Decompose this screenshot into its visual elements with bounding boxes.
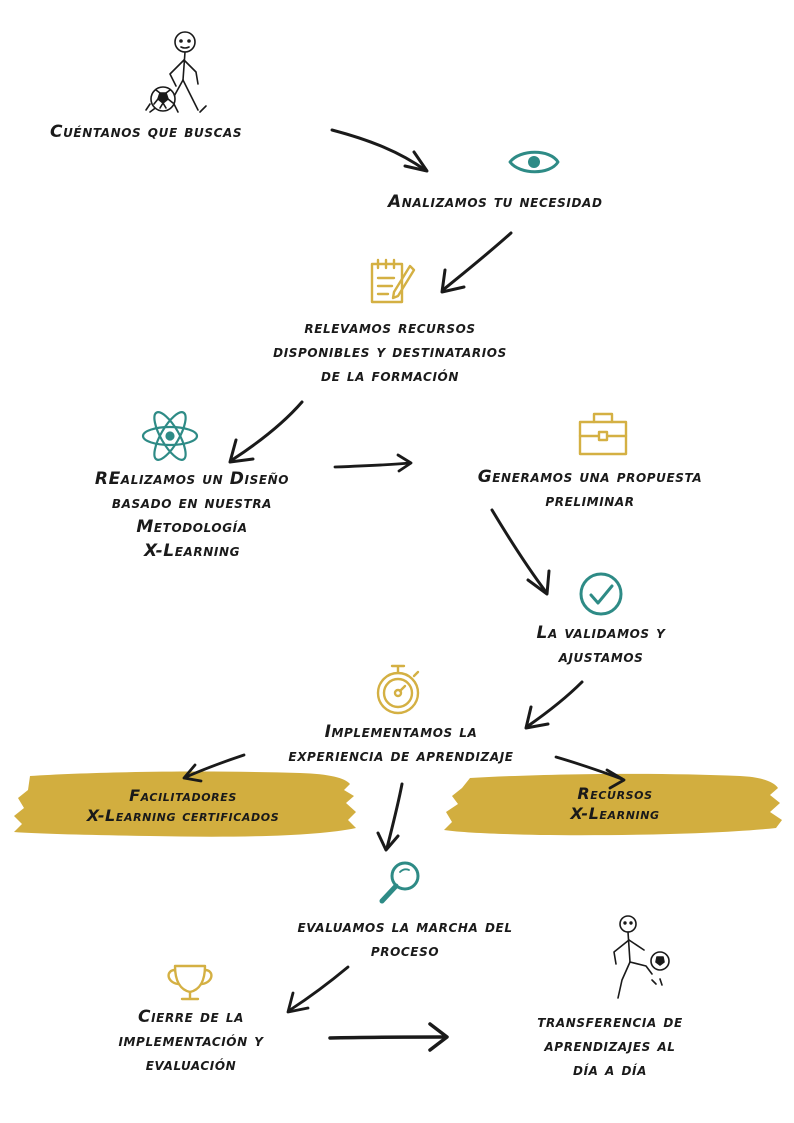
step-evaluamos: evaluamos la marcha del proceso: [240, 915, 570, 963]
step-transferencia-line-1: transferencia de: [537, 1012, 683, 1032]
briefcase-icon: [578, 412, 628, 456]
arrow-implementamos-to-recursos: [554, 755, 626, 790]
trophy-icon: [167, 964, 213, 1001]
step-disenamos: REalizamos un Diseño basado en nuestra M…: [52, 467, 332, 563]
step-disenamos-line-4: X-Learning: [143, 541, 241, 561]
arrow-evaluamos-to-cierre: [286, 965, 350, 1014]
step-implementamos-line-1: Implementamos la: [324, 722, 478, 742]
atom-icon: [141, 411, 199, 461]
step-cuentanos-line: Cuéntanos que buscas: [50, 122, 243, 142]
arrow-cuentanos-to-analizamos: [330, 128, 429, 173]
facilitadores-line-1: Facilitadores: [129, 786, 237, 805]
step-relevamos-line-2: disponibles y destinatarios: [273, 342, 507, 362]
step-validamos: La validamos y ajustamos: [498, 621, 704, 669]
step-cierre-line-2: implementación y: [118, 1031, 264, 1051]
recursos-line-1: Recursos: [577, 784, 653, 803]
magnifier-icon: [379, 861, 420, 904]
arrow-relevamos-to-disenamos: [228, 400, 304, 464]
step-propuesta-line-2: preliminar: [545, 491, 635, 511]
arrow-validamos-to-implementamos: [524, 680, 584, 730]
arrow-propuesta-to-validamos: [490, 508, 551, 596]
stopwatch-icon: [376, 664, 420, 715]
brush-stroke-facilitadores: [14, 771, 356, 837]
brush-label-recursos: Recursos X-Learning: [470, 784, 760, 824]
step-transferencia: transferencia de aprendizajes al día a d…: [500, 1010, 720, 1082]
arrow-disenamos-to-propuesta: [333, 453, 413, 473]
person-with-ball-icon: [145, 31, 207, 113]
step-evaluamos-line-2: proceso: [370, 941, 440, 961]
arrow-cierre-to-transferencia: [328, 1022, 449, 1052]
step-validamos-line-2: ajustamos: [558, 647, 644, 667]
step-implementamos: Implementamos la experiencia de aprendiz…: [236, 720, 566, 768]
arrow-implementamos-to-facilitadores: [182, 753, 246, 783]
step-disenamos-line-1: REalizamos un Diseño: [94, 469, 290, 489]
step-implementamos-line-2: experiencia de aprendizaje: [288, 746, 514, 766]
notepad-icon: [370, 258, 416, 304]
step-cierre: Cierre de la implementación y evaluación: [76, 1005, 306, 1077]
arrow-implementamos-to-evaluamos: [376, 782, 404, 852]
step-relevamos-line-3: de la formación: [321, 366, 459, 386]
step-cuentanos: Cuéntanos que buscas: [50, 120, 242, 144]
step-propuesta-line-1: Generamos una propuesta: [477, 467, 703, 487]
step-transferencia-line-3: día a día: [573, 1060, 647, 1080]
step-disenamos-line-2: basado en nuestra: [111, 493, 273, 513]
step-analizamos: Analizamos tu necesidad: [388, 190, 603, 214]
step-relevamos: relevamos recursos disponibles y destina…: [230, 316, 550, 388]
person-juggling-ball-icon: [613, 915, 670, 999]
arrow-analizamos-to-relevamos: [440, 231, 513, 294]
check-circle-icon: [579, 572, 623, 616]
step-cierre-line-1: Cierre de la: [138, 1007, 244, 1027]
recursos-line-2: X-Learning: [570, 804, 660, 823]
step-analizamos-line: Analizamos tu necesidad: [388, 192, 603, 212]
step-transferencia-line-2: aprendizajes al: [544, 1036, 676, 1056]
eye-icon: [508, 150, 560, 174]
brush-label-facilitadores: Facilitadores X-Learning certificados: [28, 786, 338, 826]
step-cierre-line-3: evaluación: [145, 1055, 237, 1075]
step-propuesta: Generamos una propuesta preliminar: [430, 465, 750, 513]
step-relevamos-line-1: relevamos recursos: [304, 318, 476, 338]
brush-stroke-recursos: [444, 773, 782, 836]
step-disenamos-line-3: Metodología: [136, 517, 248, 537]
facilitadores-line-2: X-Learning certificados: [86, 806, 280, 825]
step-evaluamos-line-1: evaluamos la marcha del: [297, 917, 513, 937]
step-validamos-line-1: La validamos y: [536, 623, 666, 643]
